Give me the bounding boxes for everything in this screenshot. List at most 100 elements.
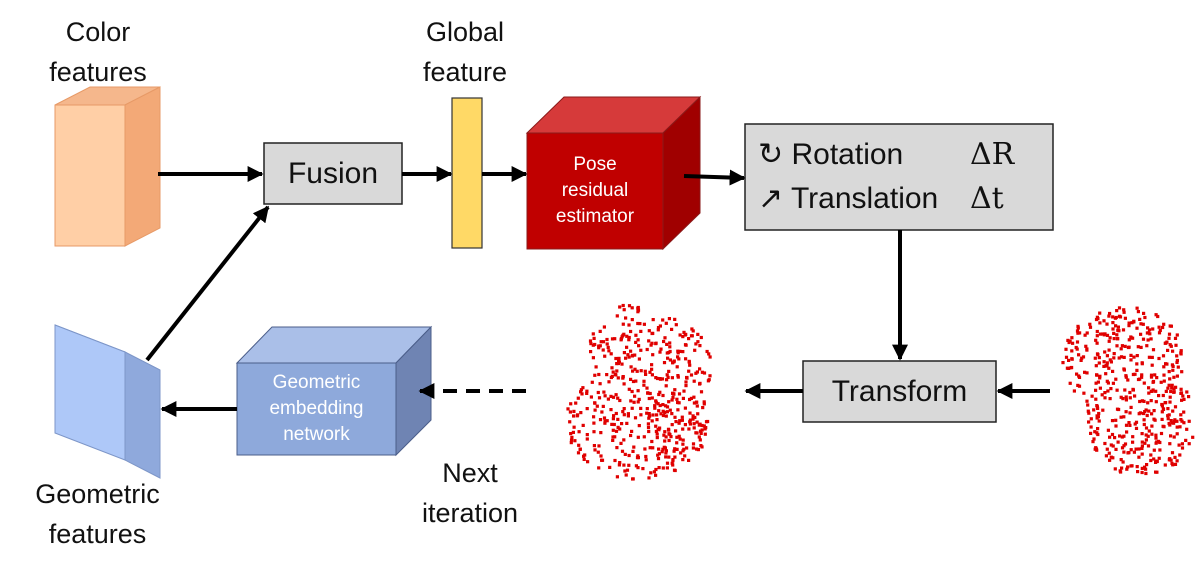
global-feature-bar	[451, 97, 483, 249]
point-cloud-dot	[1147, 391, 1151, 395]
embedding-network-label: Geometric embedding network	[237, 363, 396, 455]
point-cloud-dot	[672, 468, 677, 472]
point-cloud-dot	[658, 403, 662, 408]
point-cloud-dot	[696, 332, 700, 336]
point-cloud-dot	[1155, 376, 1159, 380]
point-cloud-dot	[592, 336, 596, 340]
point-cloud-dot	[1167, 383, 1171, 387]
point-cloud-dot	[1155, 459, 1159, 464]
point-cloud-dot	[625, 334, 629, 338]
point-cloud-dot	[1136, 377, 1141, 382]
point-cloud-dot	[1149, 373, 1154, 377]
point-cloud-dot	[1067, 358, 1071, 362]
point-cloud-dot	[1127, 338, 1131, 342]
point-cloud-dot	[595, 404, 599, 408]
point-cloud-dot	[591, 343, 595, 347]
point-cloud-dot	[689, 396, 693, 400]
point-cloud-dot	[1161, 407, 1165, 411]
point-cloud-dot	[1141, 411, 1146, 416]
point-cloud-dot	[1149, 389, 1153, 393]
point-cloud-dot	[1088, 325, 1093, 329]
point-cloud-dot	[681, 335, 685, 339]
point-cloud-dot	[671, 463, 675, 467]
point-cloud-dot	[1172, 387, 1176, 391]
point-cloud-dot	[617, 463, 621, 467]
point-cloud-dot	[1111, 321, 1115, 325]
point-cloud-dot	[1113, 436, 1117, 440]
point-cloud-dot	[1123, 442, 1128, 446]
point-cloud-dot	[581, 423, 585, 427]
point-cloud-dot	[635, 456, 640, 460]
point-cloud-dot	[678, 419, 682, 423]
point-cloud-dot	[1111, 369, 1115, 373]
point-cloud-dot	[1148, 332, 1152, 336]
point-cloud-dot	[1111, 381, 1115, 385]
point-cloud-dot	[612, 414, 616, 418]
point-cloud-dot	[673, 317, 677, 321]
point-cloud-dot	[1095, 334, 1099, 338]
point-cloud-dot	[621, 303, 625, 308]
fusion-label: Fusion	[287, 156, 379, 190]
point-cloud-dot	[1117, 356, 1121, 360]
point-cloud-dot	[585, 433, 589, 437]
point-cloud-dot	[673, 388, 677, 392]
point-cloud-dot	[1105, 447, 1109, 451]
point-cloud-dot	[667, 455, 671, 459]
point-cloud-dot	[1115, 388, 1119, 392]
point-cloud-dot	[646, 425, 651, 430]
transform-box	[802, 360, 997, 423]
point-cloud-dot	[639, 413, 643, 417]
point-cloud-dot	[620, 362, 624, 366]
point-cloud-dot	[1173, 462, 1178, 466]
point-cloud-dot	[618, 461, 622, 465]
point-cloud-dot	[682, 447, 686, 451]
point-cloud-dot	[661, 409, 665, 413]
point-cloud-dot	[1111, 456, 1115, 460]
point-cloud-dot	[598, 344, 602, 348]
point-cloud-dot	[1170, 451, 1175, 455]
point-cloud-dot	[1119, 395, 1123, 399]
point-cloud-dot	[1147, 429, 1151, 433]
point-cloud-dot	[620, 335, 624, 339]
point-cloud-dot	[603, 419, 607, 423]
point-cloud-dot	[1115, 309, 1119, 313]
point-cloud-dot	[1075, 347, 1079, 351]
point-cloud-dot	[1102, 364, 1106, 368]
point-cloud-dot	[690, 327, 694, 331]
point-cloud-dot	[610, 374, 614, 378]
point-cloud-dot	[657, 452, 661, 456]
point-cloud-dot	[597, 396, 602, 400]
point-cloud-dot	[1119, 347, 1123, 351]
point-cloud-dot	[637, 397, 641, 401]
point-cloud-dot	[654, 467, 658, 472]
point-cloud-dot	[1163, 341, 1167, 345]
point-cloud-dot	[1143, 315, 1147, 320]
point-cloud-dot	[1157, 356, 1161, 361]
point-cloud-dot	[1132, 450, 1136, 454]
point-cloud-dot	[610, 337, 615, 341]
point-cloud-dot	[1075, 372, 1079, 376]
point-cloud-dot	[1144, 467, 1148, 471]
point-cloud-dot	[1097, 411, 1101, 416]
point-cloud-dot	[1135, 354, 1139, 358]
point-cloud-dot	[692, 379, 696, 383]
point-cloud-dot	[1152, 448, 1156, 452]
point-cloud-dot	[589, 350, 593, 354]
point-cloud-dot	[616, 417, 620, 421]
point-cloud-dot	[1107, 314, 1111, 318]
point-cloud-dot	[634, 340, 638, 344]
point-cloud-dot	[631, 449, 635, 453]
point-cloud-dot	[650, 419, 654, 423]
point-cloud-dot	[700, 428, 704, 432]
point-cloud-dot	[1175, 374, 1179, 378]
point-cloud-dot	[1095, 341, 1099, 345]
point-cloud-dot	[1095, 329, 1099, 334]
translation-symbol: Δt	[970, 181, 1004, 216]
point-cloud-dot	[600, 458, 605, 462]
point-cloud-dot	[1116, 337, 1120, 341]
point-cloud-dot	[651, 353, 655, 357]
point-cloud-dot	[611, 438, 615, 442]
point-cloud-dot	[1173, 455, 1177, 459]
point-cloud-dot	[572, 414, 576, 418]
